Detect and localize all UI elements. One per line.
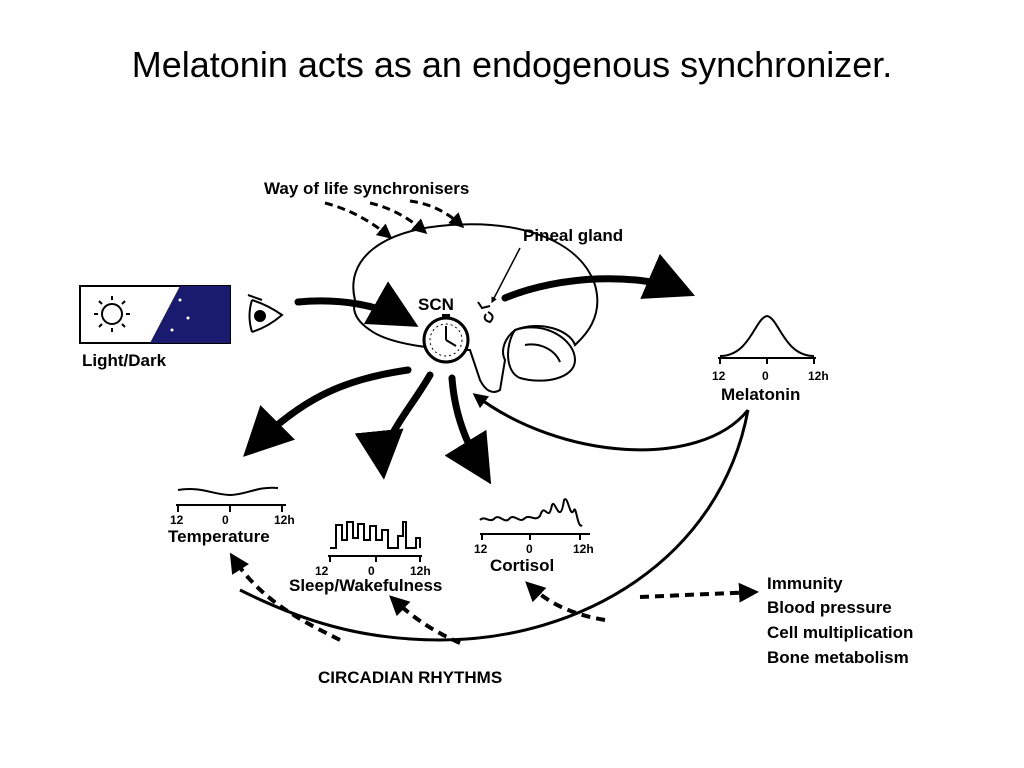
scn-label: SCN (418, 295, 454, 314)
effect-immunity: Immunity (767, 574, 843, 593)
pineal-gland-label: Pineal gland (523, 226, 623, 245)
cortisol-tick-12: 12 (474, 542, 488, 556)
brain-icon (352, 223, 599, 393)
pathway-arrows (243, 253, 695, 485)
way-of-life-arrows (324, 199, 465, 239)
clock-icon (422, 314, 470, 364)
light-dark-label: Light/Dark (82, 351, 167, 370)
cortisol-tick-12h: 12h (573, 542, 594, 556)
cortisol-tick-0: 0 (526, 542, 533, 556)
eye-icon (247, 294, 284, 333)
sleep-tick-12: 12 (315, 564, 329, 578)
pineal-icon (477, 301, 494, 324)
cortisol-label: Cortisol (490, 556, 554, 575)
sleep-graph (328, 521, 422, 562)
melatonin-graph (718, 314, 816, 364)
melatonin-label: Melatonin (721, 385, 800, 404)
light-dark-icon (79, 285, 231, 344)
cortisol-graph (479, 498, 590, 540)
sleep-tick-12h: 12h (410, 564, 431, 578)
temperature-tick-12h: 12h (274, 513, 295, 527)
temperature-label: Temperature (168, 527, 270, 546)
temperature-tick-12: 12 (170, 513, 184, 527)
sleep-tick-0: 0 (368, 564, 375, 578)
pineal-pointer (491, 247, 521, 304)
effect-bone-metabolism: Bone metabolism (767, 648, 909, 667)
dashed-effect-arrows (229, 552, 759, 645)
effect-blood-pressure: Blood pressure (767, 598, 892, 617)
slide-title: Melatonin acts as an endogenous synchron… (131, 44, 893, 85)
feedback-loop (239, 393, 750, 642)
melatonin-tick-12h: 12h (808, 369, 829, 383)
circadian-rhythms-label: CIRCADIAN RHYTHMS (318, 668, 502, 687)
sleep-label: Sleep/Wakefulness (289, 576, 442, 595)
melatonin-tick-0: 0 (762, 369, 769, 383)
effect-cell-multiplication: Cell multiplication (767, 623, 913, 642)
temperature-tick-0: 0 (222, 513, 229, 527)
way-of-life-label: Way of life synchronisers (264, 179, 469, 198)
temperature-graph (176, 486, 286, 512)
melatonin-tick-12: 12 (712, 369, 726, 383)
